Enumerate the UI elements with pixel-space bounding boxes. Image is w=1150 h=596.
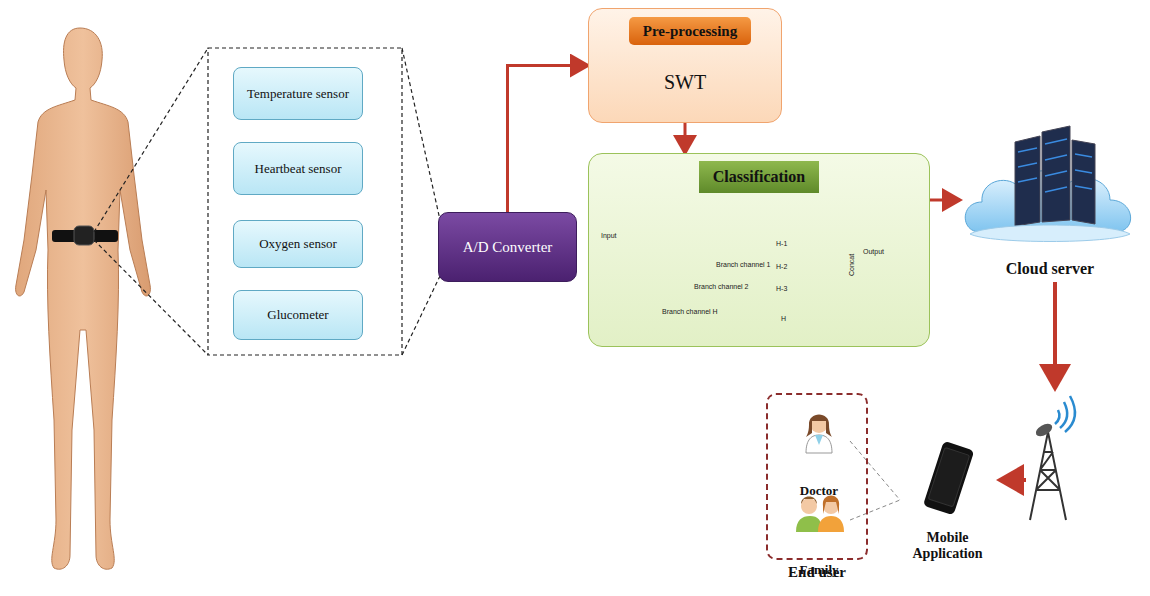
figure-label: Output xyxy=(863,248,884,255)
flow-arrow xyxy=(1000,282,1055,480)
node-title: Heartbeat sensor xyxy=(255,161,342,177)
node-title: Mobile Application xyxy=(900,530,995,562)
human-body xyxy=(16,28,151,569)
figure-label: H xyxy=(781,315,786,322)
figure-label: Input xyxy=(601,232,617,239)
mob-box: Mobile Application xyxy=(900,438,995,562)
node-title: Glucometer xyxy=(267,307,328,323)
icon xyxy=(900,438,995,532)
person-box: Family xyxy=(788,484,850,556)
connector xyxy=(850,441,900,500)
pre-box: Pre-processingSWT xyxy=(588,8,782,123)
icon xyxy=(960,122,1140,256)
sensor-box: Temperature sensor xyxy=(233,67,363,120)
adc-box: A/D Converter xyxy=(438,212,577,282)
connector xyxy=(930,199,960,202)
icon xyxy=(788,484,850,538)
sensor-box: Heartbeat sensor xyxy=(233,142,363,195)
sensor-box: Glucometer xyxy=(233,290,363,340)
node-title: Cloud server xyxy=(960,260,1140,278)
figure-label: Concat xyxy=(848,254,855,276)
node-title: Oxygen sensor xyxy=(259,236,337,252)
node-title: Temperature sensor xyxy=(247,86,349,102)
person-box: Doctor xyxy=(788,405,850,477)
connector xyxy=(508,66,589,213)
end-box: End userDoctorFamily xyxy=(766,393,868,560)
connector xyxy=(850,500,900,520)
node-title: Pre-processing xyxy=(629,17,751,45)
figure-label: Branch channel H xyxy=(662,308,718,315)
node-title: End user xyxy=(758,564,876,581)
figure-label: Branch channel 1 xyxy=(716,261,770,268)
figure-label: H-3 xyxy=(776,285,787,292)
figure-label: H-2 xyxy=(776,263,787,270)
connector xyxy=(684,123,687,153)
figure-label: Branch channel 2 xyxy=(694,283,748,290)
node-title: A/D Converter xyxy=(463,239,553,256)
icon xyxy=(788,405,850,459)
sensor-group-outline xyxy=(94,48,440,355)
cloud-box: Cloud server xyxy=(960,122,1140,278)
node-title: Classification xyxy=(699,161,819,193)
cell-tower xyxy=(1030,396,1075,520)
sensor-box: Oxygen sensor xyxy=(233,220,363,268)
node-body: SWT xyxy=(589,71,781,94)
figure-label: H-1 xyxy=(776,240,787,247)
